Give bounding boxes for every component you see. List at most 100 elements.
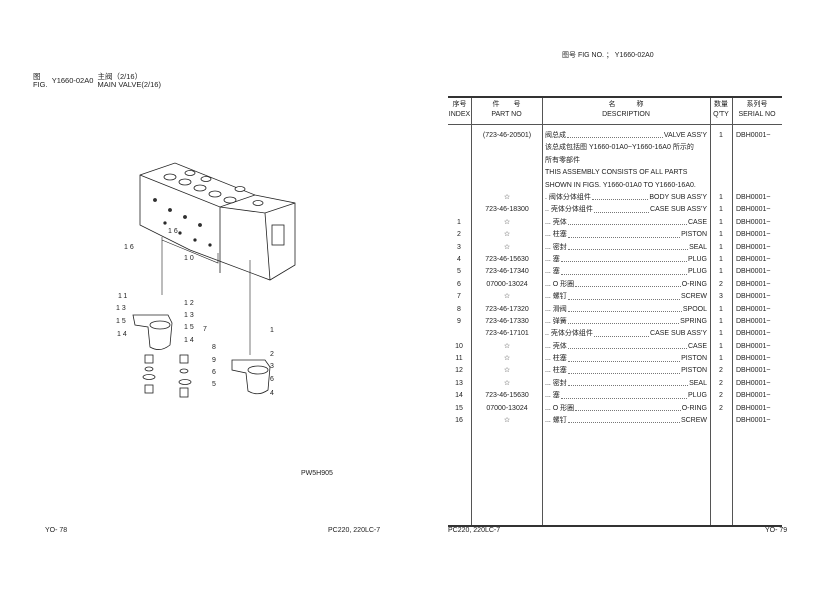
callout-7: 7 [203, 326, 209, 333]
assembly-note: 该总成包括图 Y1660-01A0~Y1660-16A0 所示的 所有零部件 T… [545, 142, 707, 192]
header-index-en: INDEX [448, 111, 471, 118]
part-no: ☆ [503, 231, 511, 239]
valve-body-block [139, 162, 296, 281]
fig-title-cn: 主阀（2/16） [97, 72, 143, 81]
note-line: SHOWN IN FIGS. Y1660-01A0 TO Y1660-16A0. [545, 181, 696, 189]
description: ... 柱塞 PISTON [545, 229, 707, 241]
callout-5: 5 [212, 381, 218, 388]
header-serial-en: SERIAL NO [738, 111, 776, 118]
serial-no: DBH0001~ [736, 206, 771, 214]
qty: 1 [719, 355, 723, 363]
description-cn: ... 塞 [545, 268, 560, 276]
part-no: ☆ [503, 194, 511, 202]
qty: 1 [719, 255, 723, 263]
column-divider [732, 98, 733, 525]
leader-dots [560, 254, 687, 263]
qty: 2 [719, 404, 723, 412]
description-en: SPRING [680, 317, 707, 325]
qty: 2 [719, 280, 723, 288]
leader-dots [567, 217, 687, 226]
part-no: 723-46-17330 [485, 317, 529, 325]
index: 8 [457, 305, 461, 313]
case-sub-assembly-left [132, 314, 192, 398]
description: ... O 形圈 O-RING [545, 279, 707, 291]
header-qty-cn: 数量 [714, 101, 728, 108]
description-en: O-RING [681, 404, 707, 412]
serial-no: DBH0001~ [736, 243, 771, 251]
description-cn: ... 柱塞 [545, 231, 567, 239]
callout-15: 15 [116, 318, 128, 325]
header-qty-en: Q'TY [713, 111, 729, 118]
part-no: 723-46-17320 [485, 305, 529, 313]
part-no: ☆ [503, 367, 511, 375]
qty: 3 [719, 293, 723, 301]
header-index-cn: 序号 [452, 101, 467, 108]
fig-number-header: 图号 FIG NO. ； Y1660-02A0 [562, 50, 654, 60]
callout-4: 4 [270, 390, 276, 397]
callout-13: 13 [116, 305, 128, 312]
description-en: PISTON [681, 231, 707, 239]
column-divider [710, 98, 711, 525]
note-line: THIS ASSEMBLY CONSISTS OF ALL PARTS [545, 169, 688, 177]
description-en: PLUG [687, 268, 707, 276]
index: 3 [457, 243, 461, 251]
left-page-number: YO- 78 [45, 527, 68, 534]
leader-dots [567, 353, 681, 362]
description-cn: .. 壳体分体组件 [545, 330, 593, 338]
callout-14: 14 [117, 331, 129, 338]
index: 7 [457, 293, 461, 301]
callout-14: 14 [184, 337, 196, 344]
header-part-en: PART NO [491, 111, 522, 118]
index: 9 [457, 317, 461, 325]
serial-no: DBH0001~ [736, 231, 771, 239]
description-en: O-RING [681, 280, 707, 288]
qty: 1 [719, 231, 723, 239]
description-en: PLUG [687, 255, 707, 263]
serial-no: DBH0001~ [736, 404, 771, 412]
fig-number-value: Y1660-02A0 [614, 52, 654, 59]
description-en: SCREW [680, 293, 707, 301]
description-cn: ... O 形圈 [545, 404, 575, 412]
leader-dots [567, 229, 681, 238]
part-no: (723-46-20501) [482, 132, 532, 139]
leader-dots [567, 316, 680, 325]
part-no: ☆ [503, 379, 511, 387]
description-en: PISTON [681, 355, 707, 363]
part-no: 723-46-15630 [485, 392, 529, 400]
part-no: ☆ [503, 417, 511, 425]
index: 13 [455, 379, 463, 387]
qty: 1 [719, 268, 723, 276]
leader-dots [567, 341, 687, 350]
leader-dots [567, 130, 663, 139]
description-cn: ... 密封 [545, 379, 567, 387]
leader-dots [575, 403, 681, 412]
note-line: 该总成包括图 Y1660-01A0~Y1660-16A0 所示的 [545, 144, 694, 152]
qty: 1 [719, 342, 723, 350]
serial-no: DBH0001~ [736, 355, 771, 363]
description-cn: ... O 形圈 [545, 280, 575, 288]
description-en: SCREW [680, 417, 707, 425]
callout-11: 11 [118, 293, 130, 300]
column-divider [471, 98, 472, 525]
qty: 2 [719, 379, 723, 387]
